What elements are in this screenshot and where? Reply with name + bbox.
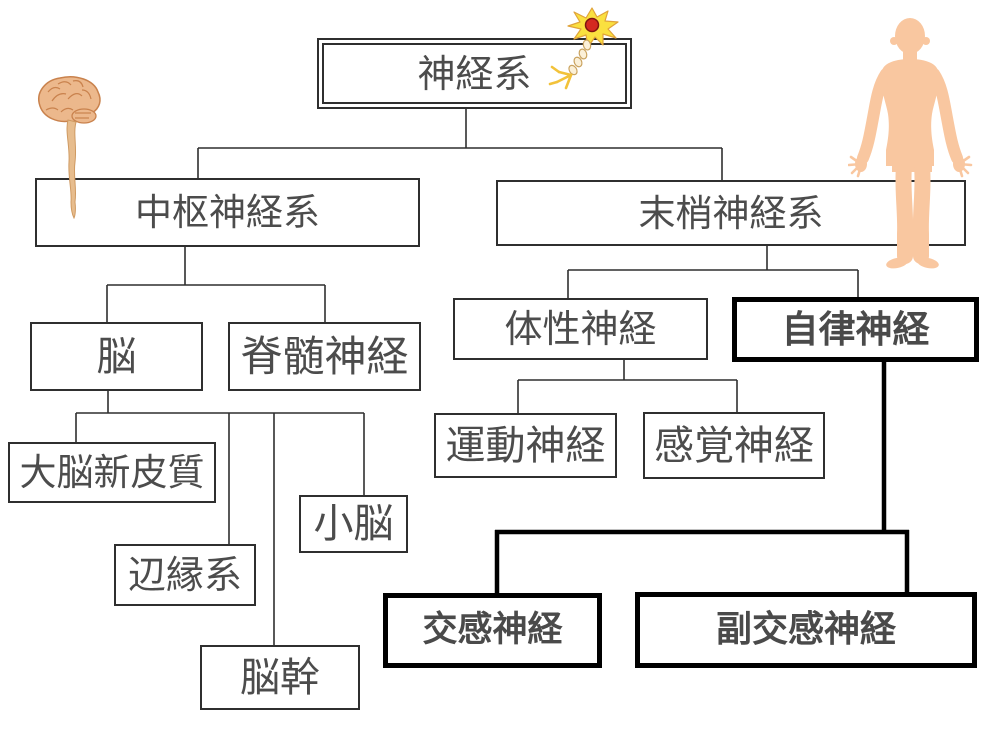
node-neocortex: 大脳新皮質 [8, 442, 216, 503]
node-spinal-nerves: 脊髄神経 [228, 322, 421, 391]
node-peripheral-nervous-system: 末梢神経系 [496, 180, 966, 246]
node-limbic-system: 辺縁系 [114, 544, 256, 606]
node-parasympathetic-nerves: 副交感神経 [635, 592, 977, 668]
node-nervous-system: 神経系 [317, 38, 632, 109]
node-autonomic-nerves: 自律神経 [732, 297, 979, 362]
node-brain: 脳 [30, 322, 203, 391]
node-somatic-nerves: 体性神経 [453, 298, 708, 360]
node-sympathetic-nerves: 交感神経 [383, 593, 602, 668]
node-nervous-system-label: 神経系 [322, 43, 627, 104]
node-brainstem: 脳幹 [200, 645, 360, 710]
node-motor-nerves: 運動神経 [434, 413, 617, 478]
node-central-nervous-system: 中枢神経系 [35, 178, 420, 247]
node-sensory-nerves: 感覚神経 [643, 412, 825, 479]
node-cerebellum: 小脳 [299, 495, 408, 553]
